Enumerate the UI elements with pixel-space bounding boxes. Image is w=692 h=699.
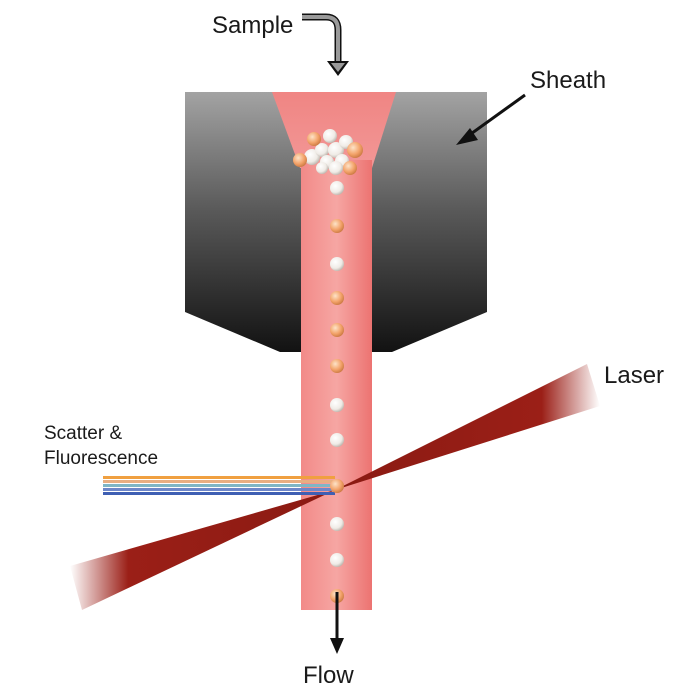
- particle: [330, 257, 344, 271]
- particle: [316, 162, 328, 174]
- sample-funnel: [272, 92, 396, 168]
- particle: [330, 323, 344, 337]
- particle: [330, 291, 344, 305]
- sheath-arrow-icon: [456, 93, 526, 145]
- particle: [347, 142, 363, 158]
- scatter-label-line2: Fluorescence: [44, 448, 158, 469]
- particle: [293, 153, 307, 167]
- particle-cluster: [293, 129, 363, 175]
- particle: [307, 132, 321, 146]
- particle: [323, 129, 337, 143]
- scatter-fluorescence-lines: [103, 476, 335, 495]
- flow-arrow-icon: [330, 592, 344, 654]
- laser-beam-left: [70, 490, 335, 610]
- flow-label: Flow: [303, 662, 354, 689]
- scatter-line: [103, 476, 335, 479]
- sample-arrow-icon: [302, 13, 349, 76]
- sample-label: Sample: [212, 12, 293, 39]
- particle: [328, 142, 344, 158]
- scatter-line: [103, 480, 335, 483]
- scatter-line: [103, 488, 335, 491]
- scatter-line: [103, 484, 335, 487]
- particle: [315, 143, 329, 157]
- particle: [330, 398, 344, 412]
- sheath-label: Sheath: [530, 67, 606, 94]
- particle-stream: [330, 181, 344, 603]
- particle: [330, 359, 344, 373]
- particle: [330, 433, 344, 447]
- scatter-line: [103, 492, 335, 495]
- flow-stream: [301, 160, 372, 610]
- particle: [343, 161, 357, 175]
- scatter-label-line1: Scatter &: [44, 423, 122, 444]
- particle: [330, 553, 344, 567]
- particle: [329, 161, 343, 175]
- particle: [330, 479, 344, 493]
- particle: [330, 181, 344, 195]
- laser-label: Laser: [604, 362, 664, 389]
- particle: [330, 517, 344, 531]
- laser-beam-right: [335, 364, 600, 490]
- particle: [330, 219, 344, 233]
